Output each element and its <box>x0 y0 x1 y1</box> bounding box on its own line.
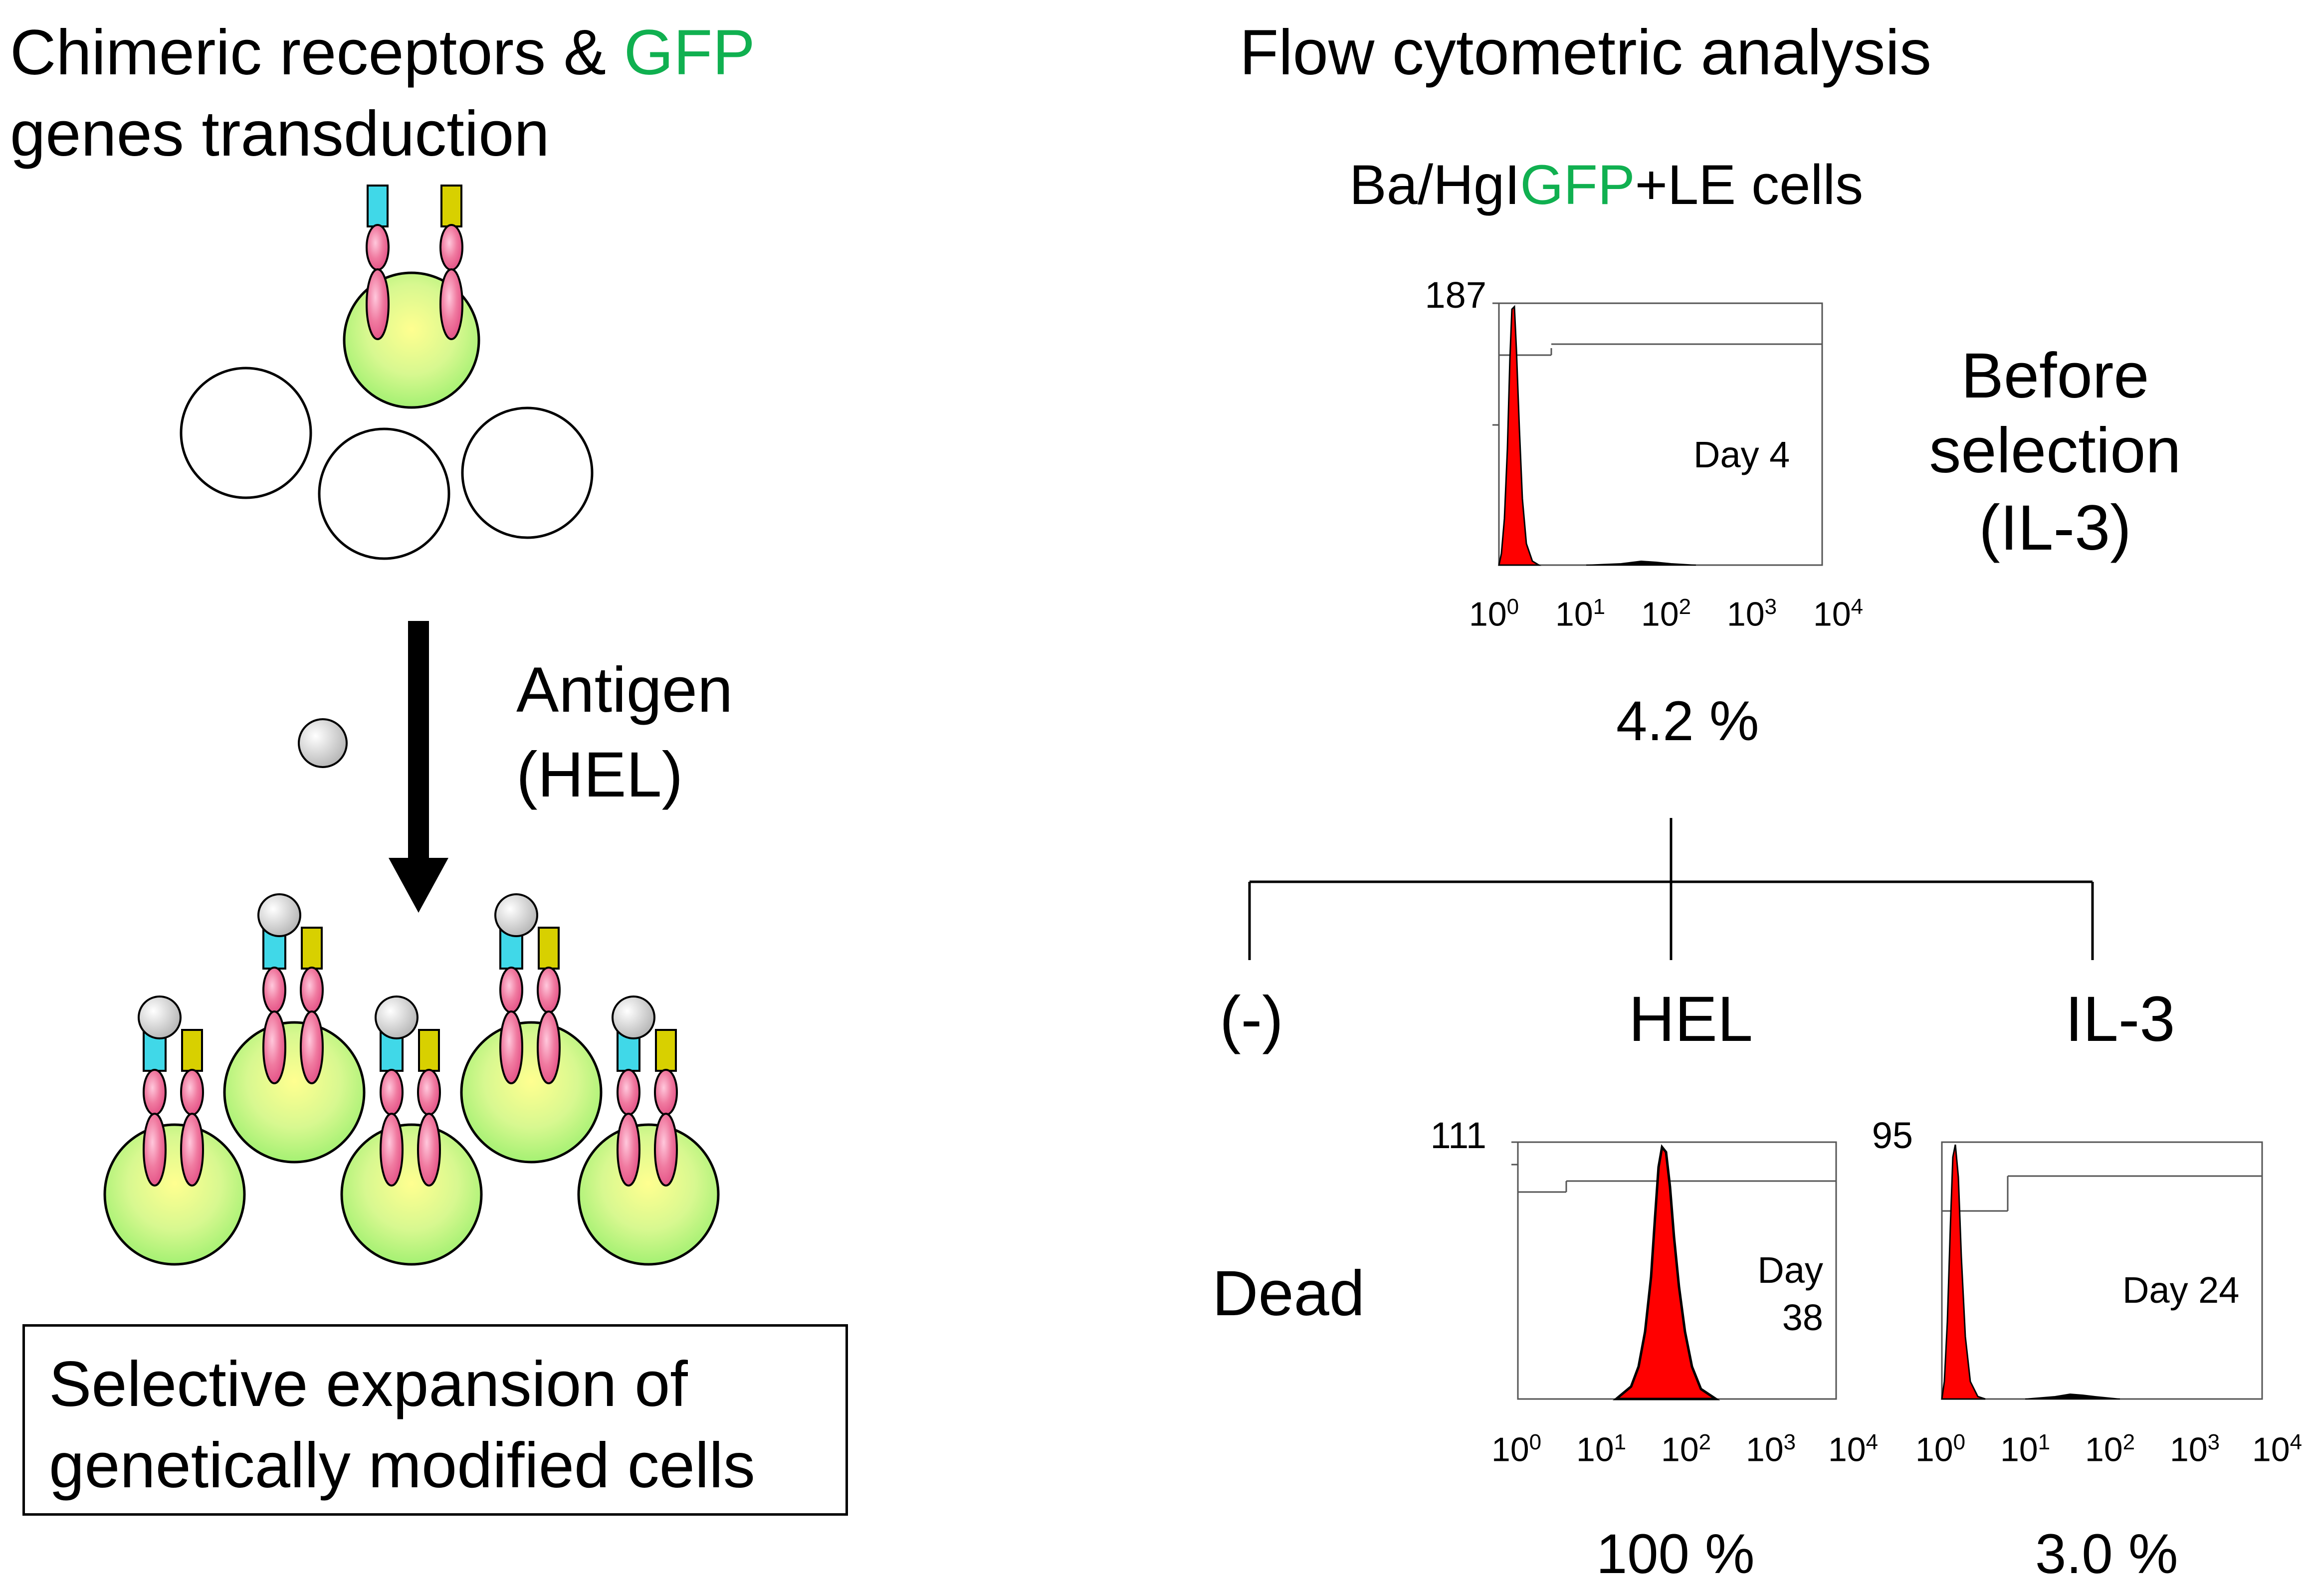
box-line2: genetically modified cells <box>49 1430 755 1501</box>
top-percent: 4.2 % <box>1616 690 1759 752</box>
il3-xtick-0: 100 <box>1915 1430 1966 1469</box>
bound-cell-1 <box>103 996 246 1266</box>
left-title-text: Chimeric receptors & <box>10 17 624 88</box>
bound-antigen-4 <box>494 893 538 937</box>
bound-antigen-3 <box>375 996 419 1039</box>
hel-xtick-1: 101 <box>1576 1430 1627 1469</box>
histogram-top-frame <box>1498 302 1823 566</box>
before-line1: Before <box>1961 340 2149 411</box>
left-title-gfp: GFP <box>624 17 755 88</box>
selection-arrow <box>389 621 448 913</box>
il3-xtick-4: 104 <box>2252 1430 2303 1469</box>
left-title-line2: genes transduction <box>10 98 550 170</box>
top-ymax-label: 187 <box>1425 274 1486 316</box>
plain-cell-2 <box>318 427 450 560</box>
histogram-hel-peak <box>1613 1144 1720 1400</box>
histogram-top-peak <box>1498 305 1542 566</box>
top-xtick-0: 100 <box>1469 595 1519 633</box>
antigen-label: Antigen <box>516 654 733 726</box>
il3-day-label: Day 24 <box>2122 1269 2240 1311</box>
left-title-line1: Chimeric receptors & GFP <box>10 21 755 85</box>
branch-il3: IL-3 <box>2065 984 2175 1055</box>
histogram-il3-tail <box>2025 1393 2120 1399</box>
top-xtick-2: 102 <box>1641 595 1691 633</box>
top-xtick-3: 103 <box>1727 595 1777 633</box>
before-line3: (IL-3) <box>1979 492 2131 564</box>
hel-xtick-0: 100 <box>1491 1430 1542 1469</box>
bound-cell-2 <box>223 893 366 1164</box>
bound-antigen-5 <box>612 996 655 1039</box>
histogram-il3-peak <box>1941 1144 1986 1400</box>
cells-label: Ba/HgIGFP+LE cells <box>1349 157 1863 213</box>
bound-antigen-2 <box>257 893 301 937</box>
hel-xtick-2: 102 <box>1661 1430 1711 1469</box>
plain-cell-3 <box>461 406 594 539</box>
bound-cell-5 <box>577 996 720 1266</box>
receptor-top-left <box>366 185 390 340</box>
il3-xtick-2: 102 <box>2085 1430 2135 1469</box>
il3-percent: 3.0 % <box>2035 1523 2178 1585</box>
histogram-il3 <box>1941 1141 2263 1400</box>
dead-label: Dead <box>1212 1258 1365 1329</box>
antigen-sphere <box>298 718 348 768</box>
hel-day-label2: 38 <box>1782 1297 1823 1338</box>
right-title: Flow cytometric analysis <box>1240 17 1931 88</box>
branch-tree <box>1248 818 2094 960</box>
il3-xtick-1: 101 <box>2000 1430 2051 1469</box>
top-day-label: Day 4 <box>1693 434 1790 475</box>
histogram-hel <box>1511 1141 1837 1400</box>
cells-label-gfp: GFP <box>1520 154 1635 216</box>
plain-cell-1 <box>180 367 312 499</box>
branch-hel: HEL <box>1629 984 1753 1055</box>
histogram-top <box>1492 302 1823 566</box>
before-line2: selection <box>1929 415 2181 486</box>
histogram-il3-frame <box>1941 1141 2263 1400</box>
histogram-top-tail <box>1586 560 1696 566</box>
top-xtick-1: 101 <box>1555 595 1606 633</box>
top-xtick-4: 104 <box>1813 595 1864 633</box>
bound-cell-4 <box>460 893 603 1164</box>
branch-none: (-) <box>1220 984 1283 1055</box>
bound-antigen-1 <box>138 996 182 1039</box>
top-cell-cluster <box>180 185 594 560</box>
hel-ymax-label: 111 <box>1430 1115 1486 1156</box>
selective-expansion-box: Selective expansion of genetically modif… <box>22 1324 848 1516</box>
receptor-top-right <box>439 185 463 340</box>
antigen-label-hel: (HEL) <box>516 739 683 810</box>
hel-xtick-3: 103 <box>1746 1430 1796 1469</box>
cells-label-part1: Ba/HgI <box>1349 154 1520 216</box>
box-line1: Selective expansion of <box>49 1349 688 1420</box>
cells-label-part2: +LE cells <box>1635 154 1864 216</box>
il3-ymax-label: 95 <box>1872 1115 1913 1156</box>
hel-percent: 100 % <box>1596 1523 1755 1585</box>
il3-xtick-3: 103 <box>2170 1430 2220 1469</box>
hel-day-label1: Day <box>1757 1249 1823 1291</box>
bound-cell-3 <box>340 996 483 1266</box>
bottom-cell-group <box>103 893 720 1266</box>
hel-xtick-4: 104 <box>1828 1430 1879 1469</box>
